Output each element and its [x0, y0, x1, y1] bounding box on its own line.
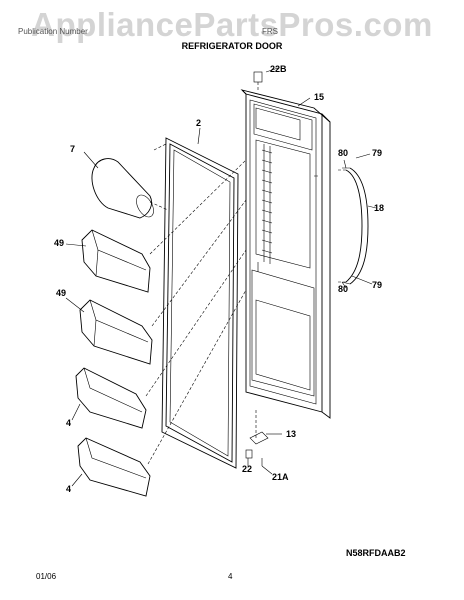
assembly-lines — [145, 82, 346, 465]
callout-15: 15 — [314, 92, 324, 102]
publication-label: Publication Number — [18, 27, 88, 36]
callout-79-upper: 79 — [372, 148, 382, 158]
watermark: AppliancePartsPros.com — [31, 6, 433, 43]
callout-80-lower: 80 — [338, 284, 348, 294]
callout-2: 2 — [196, 118, 201, 128]
footer-page-number: 4 — [228, 572, 233, 581]
callout-79-lower: 79 — [372, 280, 382, 290]
callout-4-upper: 4 — [66, 418, 71, 428]
callout-13: 13 — [286, 429, 296, 439]
leader-lines — [65, 67, 377, 487]
callout-22b: 22B — [270, 64, 287, 74]
door-bin-49-upper — [81, 229, 151, 293]
door-panel — [240, 89, 331, 419]
callout-22: 22 — [242, 464, 252, 474]
callout-80-upper: 80 — [338, 148, 348, 158]
callout-7: 7 — [70, 144, 75, 154]
callout-18: 18 — [374, 203, 384, 213]
model-code: N58RFDAAB2 — [346, 548, 406, 558]
footer-date: 01/06 — [36, 572, 57, 581]
page-title: REFRIGERATOR DOOR — [181, 41, 283, 51]
model-label: FRS — [262, 27, 278, 36]
door-bin-4-upper — [75, 367, 147, 429]
callout-49-upper: 49 — [54, 238, 64, 248]
door-gasket — [161, 137, 239, 469]
door-bin-49-lower — [79, 299, 153, 365]
door-bin-4-lower — [77, 437, 151, 497]
door-handle — [341, 167, 369, 285]
cylinder-part-7 — [91, 158, 154, 219]
callout-21a: 21A — [272, 472, 289, 482]
hinge-parts — [245, 71, 269, 466]
callout-4-lower: 4 — [66, 484, 71, 494]
callout-49-lower: 49 — [56, 288, 66, 298]
